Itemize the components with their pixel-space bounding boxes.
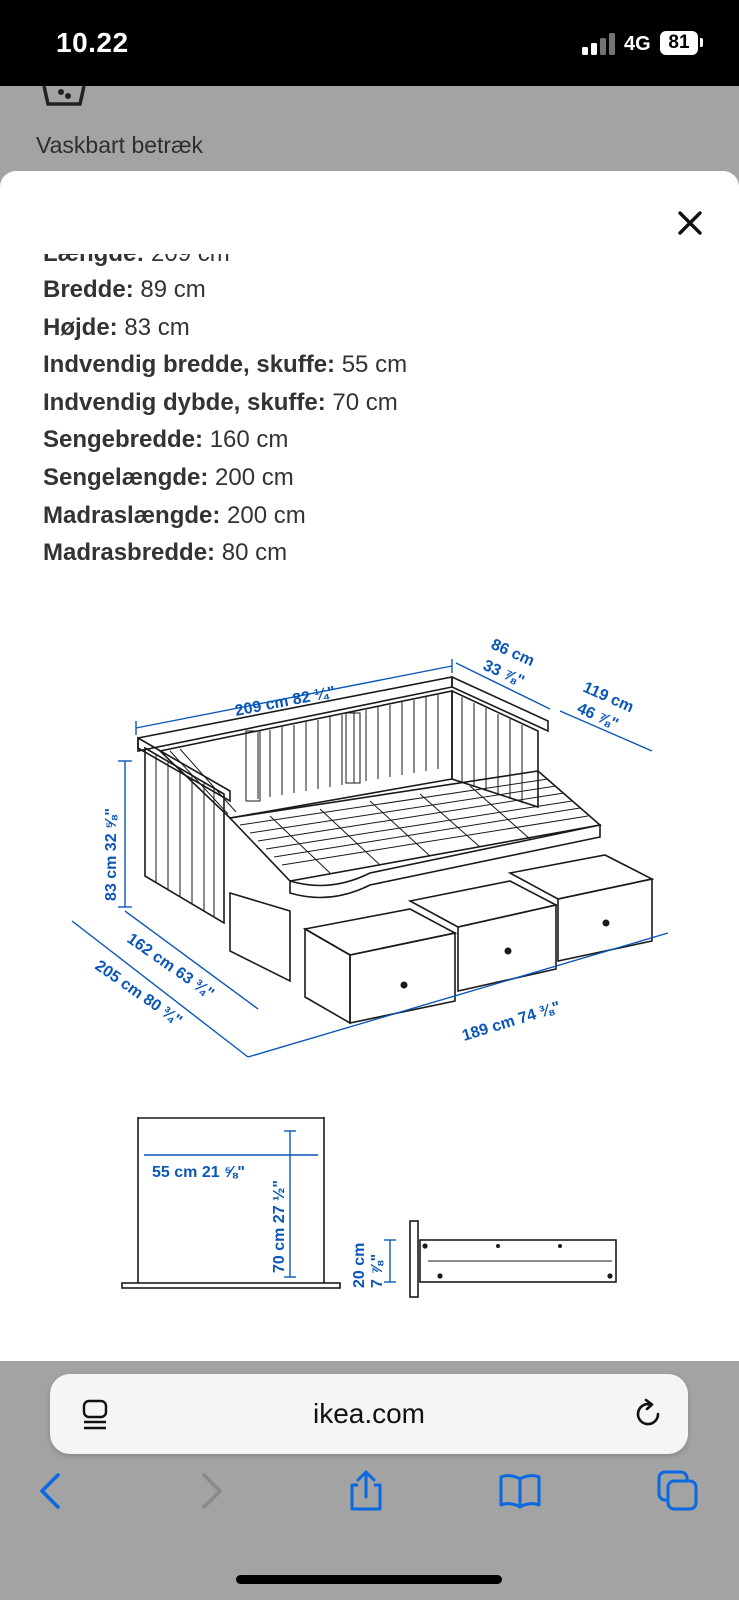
spec-row: Madraslængde: 200 cm: [43, 502, 683, 540]
bookmarks-icon[interactable]: [498, 1469, 542, 1513]
dim-drawer-width-label: 55 cm 21 ⅝": [152, 1164, 245, 1181]
home-indicator[interactable]: [236, 1575, 502, 1584]
spec-row: Indvendig dybde, skuffe: 70 cm: [43, 389, 683, 427]
spec-value: 160 cm: [209, 426, 289, 454]
cellular-signal-icon: [582, 33, 618, 55]
dimension-lines: [71, 659, 669, 1058]
spec-value: 83 cm: [124, 313, 190, 341]
dim-length-label: 209 cm 82 ¼": [234, 684, 337, 720]
spec-key: Madrasbredde:: [43, 539, 216, 567]
dim-height-label: 83 cm 32 ⅝": [103, 808, 120, 901]
spec-value: 70 cm: [332, 388, 398, 416]
dim-drawer-height-cm-label: 20 cm: [351, 1243, 368, 1288]
spec-key: Sengelængde:: [43, 463, 209, 491]
spec-value: 55 cm: [341, 351, 408, 379]
drawer-side-view: [384, 1220, 617, 1298]
spec-value: 80 cm: [221, 539, 288, 567]
dimensions-sheet: Længde: 209 cm Bredde: 89 cm Højde: 83 c…: [0, 171, 739, 1361]
tabs-icon[interactable]: [656, 1469, 700, 1513]
page-menu-icon[interactable]: [80, 1398, 110, 1432]
drawer-top-view: [121, 1117, 341, 1289]
spec-row: Madrasbredde: 80 cm: [43, 539, 683, 577]
drawer-middle: [407, 880, 559, 992]
forward-icon[interactable]: [188, 1469, 232, 1513]
drawer-right: [507, 854, 655, 962]
dim-drawer-depth-label: 70 cm 27 ½": [271, 1180, 288, 1273]
spec-value: 200 cm: [227, 501, 306, 529]
spec-key: Sengebredde:: [43, 426, 204, 454]
spec-key: Højde:: [43, 313, 118, 341]
battery-icon: 81: [660, 31, 698, 55]
spec-value: 89 cm: [140, 276, 206, 303]
spec-key: Indvendig bredde, skuffe:: [43, 351, 336, 379]
spec-value: 209 cm: [151, 254, 230, 267]
close-icon[interactable]: [672, 205, 708, 241]
share-icon[interactable]: [344, 1469, 388, 1513]
spec-row: Bredde: 89 cm: [43, 276, 683, 314]
spec-row: Højde: 83 cm: [43, 314, 683, 352]
network-type: 4G: [624, 33, 651, 55]
spec-key: Længde:: [43, 254, 144, 267]
dim-drawer-height-in-label: 7 ⅞": [369, 1254, 386, 1288]
daybed-dimension-drawing: 209 cm 82 ¼" 86 cm 33 ⅞" 119 cm 46 ⅞" 83…: [71, 636, 669, 1298]
status-bar: 10.22 4G 81: [0, 0, 739, 86]
background-page: Vaskbart betræk: [0, 86, 739, 186]
back-icon[interactable]: [30, 1469, 74, 1513]
browser-toolbar: ikea.com: [0, 1361, 739, 1600]
url-text[interactable]: ikea.com: [312, 1398, 426, 1429]
dimension-list: Længde: 209 cm Bredde: 89 cm Højde: 83 c…: [43, 254, 683, 577]
spec-key: Madraslængde:: [43, 501, 221, 529]
spec-row: Sengebredde: 160 cm: [43, 426, 683, 464]
wash-icon: [42, 86, 86, 106]
status-time: 10.22: [56, 27, 129, 58]
dim-drawer-total-label: 189 cm 74 ⅜": [460, 999, 562, 1045]
spec-row: Indvendig bredde, skuffe: 55 cm: [43, 351, 683, 389]
bed-slat-base: [228, 770, 602, 899]
reload-icon[interactable]: [632, 1398, 664, 1430]
address-bar[interactable]: ikea.com: [50, 1374, 688, 1454]
spec-row: Sengelængde: 200 cm: [43, 464, 683, 502]
spec-key: Bredde:: [43, 276, 134, 303]
bed-left-end-panel: [137, 736, 231, 925]
drawer-left: [302, 908, 458, 1025]
battery-tip: [700, 38, 703, 47]
care-label: Vaskbart betræk: [36, 132, 204, 158]
spec-key: Indvendig dybde, skuffe:: [43, 388, 326, 416]
bed-right-end-panel: [451, 675, 549, 809]
bed-lower-frame: [229, 891, 291, 983]
spec-row: Længde: 209 cm: [43, 254, 683, 276]
spec-value: 200 cm: [215, 463, 294, 491]
